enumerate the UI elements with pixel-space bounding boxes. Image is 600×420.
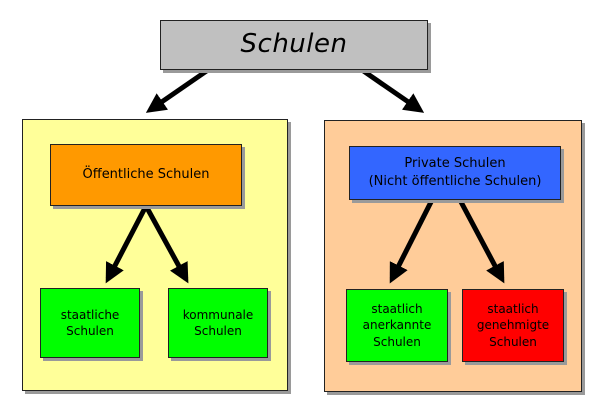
leaf-label-line2: Schulen: [66, 324, 114, 338]
leaf-label-line1: staatlich: [487, 302, 539, 317]
root-node-label: Schulen: [240, 29, 348, 60]
private-node-label-line1: Private Schulen: [404, 156, 506, 172]
leaf-label-line2: Schulen: [194, 324, 242, 338]
private-node-label-line2: (Nicht öffentliche Schulen): [368, 174, 542, 189]
node-staatliche-schulen: staatliche Schulen: [40, 288, 140, 358]
leaf-label-line3: Schulen: [489, 334, 537, 349]
node-kommunale-schulen: kommunale Schulen: [168, 288, 268, 358]
node-private-schools: Private Schulen (Nicht öffentliche Schul…: [349, 146, 561, 200]
leaf-label-line2: genehmigte: [476, 318, 550, 333]
leaf-label-line1: staatliche: [60, 307, 120, 322]
leaf-label-line2: anerkannte: [362, 318, 432, 333]
public-node-label: Öffentliche Schulen: [82, 167, 210, 183]
leaf-label-line1: staatlich: [371, 302, 423, 317]
node-staatlich-anerkannte-schulen: staatlich anerkannte Schulen: [346, 289, 448, 362]
leaf-label-line3: Schulen: [373, 334, 421, 349]
root-node-schulen: Schulen: [160, 20, 428, 70]
node-public-schools: Öffentliche Schulen: [50, 144, 242, 206]
leaf-label-line1: kommunale: [182, 307, 254, 322]
arrow-root-to-private: [360, 67, 425, 113]
arrow-root-to-public: [145, 67, 210, 113]
node-staatlich-genehmigte-schulen: staatlich genehmigte Schulen: [462, 289, 564, 362]
